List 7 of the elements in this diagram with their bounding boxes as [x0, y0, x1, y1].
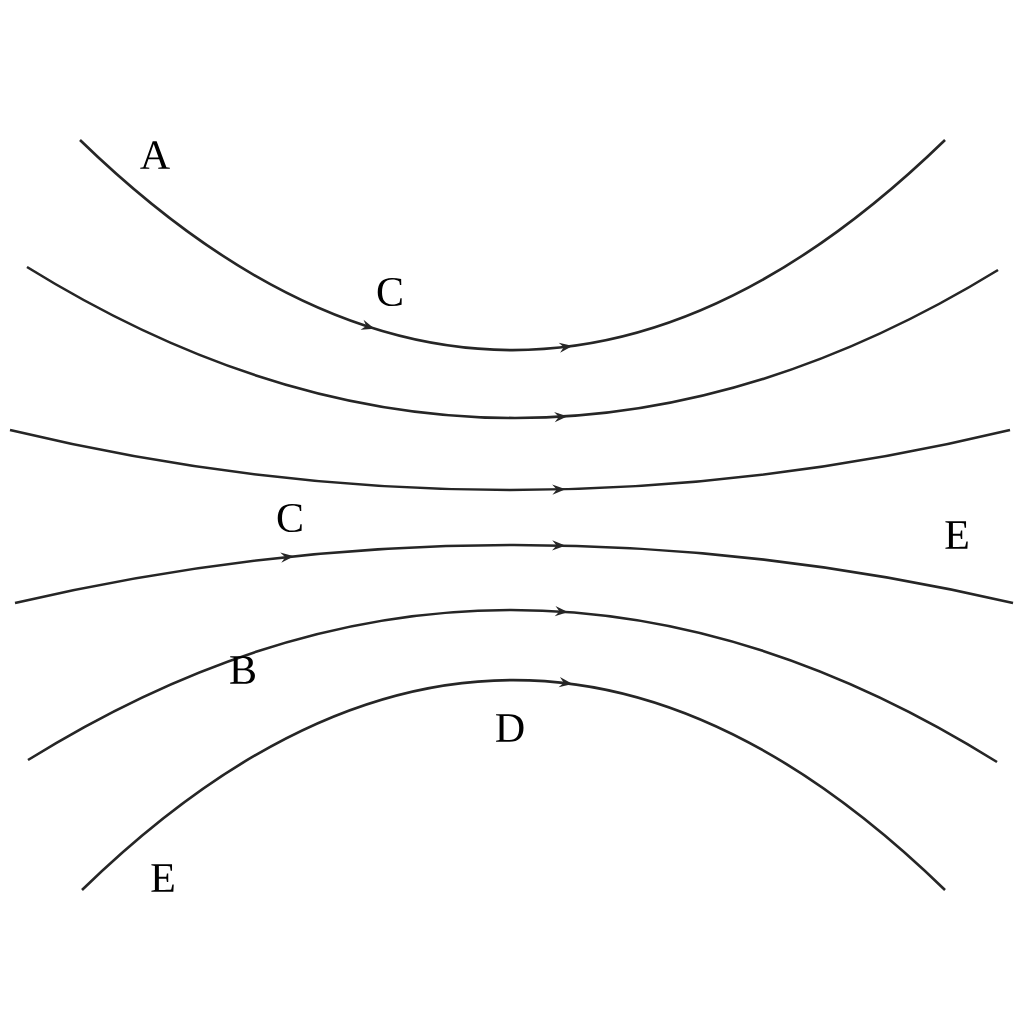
point-label: B	[230, 656, 255, 684]
point-label: C	[277, 503, 302, 533]
point-label: D	[496, 714, 524, 742]
point-label: E	[945, 521, 968, 549]
point-label: A	[140, 141, 170, 169]
point-label: C	[377, 277, 402, 307]
point-label: E	[151, 864, 174, 892]
